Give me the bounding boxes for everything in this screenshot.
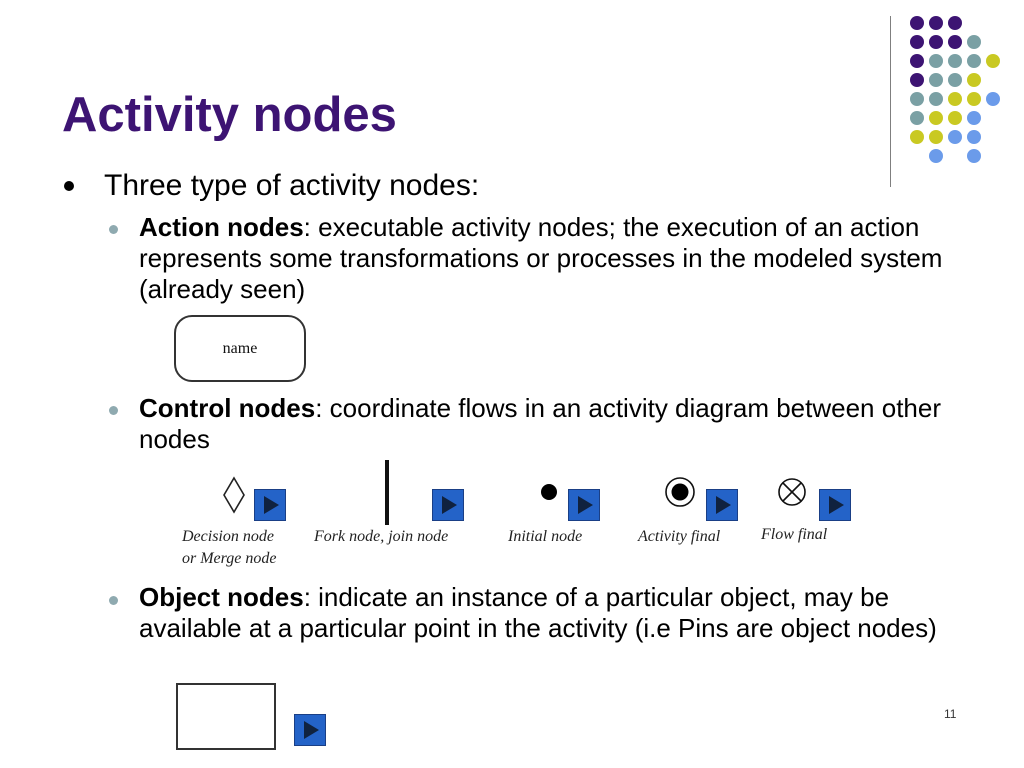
object-nodes-term: Object nodes (139, 582, 304, 612)
fork-bar-icon (385, 460, 389, 525)
dot (910, 111, 924, 125)
flow-final-caption: Flow final (761, 526, 828, 543)
dot (967, 92, 981, 106)
dot (986, 54, 1000, 68)
control-nodes-paragraph: Control nodes: coordinate flows in an ac… (139, 393, 959, 455)
action-node-label: name (222, 339, 258, 357)
dot (967, 73, 981, 87)
action-nodes-term: Action nodes (139, 212, 304, 242)
decision-diamond-icon (223, 476, 245, 514)
dot (910, 35, 924, 49)
dot (948, 130, 962, 144)
decision-node-caption-line1: Decision node (182, 528, 274, 545)
flow-final-icon (778, 478, 806, 506)
dot (948, 16, 962, 30)
play-button-icon[interactable] (568, 489, 600, 521)
action-node-shape: name (174, 315, 306, 382)
dot (929, 149, 943, 163)
bullet-dot (109, 406, 118, 415)
dot (967, 111, 981, 125)
dot (929, 92, 943, 106)
dot (986, 92, 1000, 106)
play-button-icon[interactable] (706, 489, 738, 521)
slide-title: Activity nodes (62, 88, 397, 142)
bullet-dot (109, 596, 118, 605)
initial-node-icon (541, 484, 557, 500)
object-nodes-paragraph: Object nodes: indicate an instance of a … (139, 582, 959, 644)
dot (967, 35, 981, 49)
action-nodes-description: : executable activity nodes; the executi… (139, 212, 943, 304)
dot (910, 16, 924, 30)
dot (948, 92, 962, 106)
bullet-dot (64, 181, 74, 191)
page-number: 11 (944, 707, 957, 721)
activity-final-caption: Activity final (638, 528, 721, 545)
dot (948, 35, 962, 49)
action-nodes-paragraph: Action nodes: executable activity nodes;… (139, 212, 959, 305)
dot (910, 54, 924, 68)
intro-bullet-text: Three type of activity nodes: (104, 169, 480, 202)
play-button-icon[interactable] (294, 714, 326, 746)
dot (929, 130, 943, 144)
bullet-dot (109, 225, 118, 234)
object-nodes-description: : indicate an instance of a particular o… (139, 582, 937, 643)
vertical-divider (890, 16, 891, 187)
initial-node-caption: Initial node (508, 528, 583, 545)
dot (948, 54, 962, 68)
play-button-icon[interactable] (819, 489, 851, 521)
decision-node-caption-line2: or Merge node (182, 550, 277, 567)
dot (929, 35, 943, 49)
activity-final-icon (665, 477, 695, 507)
play-button-icon[interactable] (432, 489, 464, 521)
dot (910, 92, 924, 106)
dot (929, 54, 943, 68)
dot (929, 73, 943, 87)
dot (967, 54, 981, 68)
control-nodes-description: : coordinate flows in an activity diagra… (139, 393, 941, 454)
play-button-icon[interactable] (254, 489, 286, 521)
dot (929, 111, 943, 125)
dot (910, 130, 924, 144)
dot (948, 73, 962, 87)
control-nodes-term: Control nodes (139, 393, 316, 423)
dot (929, 16, 943, 30)
dot (948, 111, 962, 125)
dot (967, 149, 981, 163)
fork-node-caption: Fork node, join node (314, 528, 449, 545)
dot (910, 73, 924, 87)
object-node-shape (176, 683, 276, 750)
dot (967, 130, 981, 144)
